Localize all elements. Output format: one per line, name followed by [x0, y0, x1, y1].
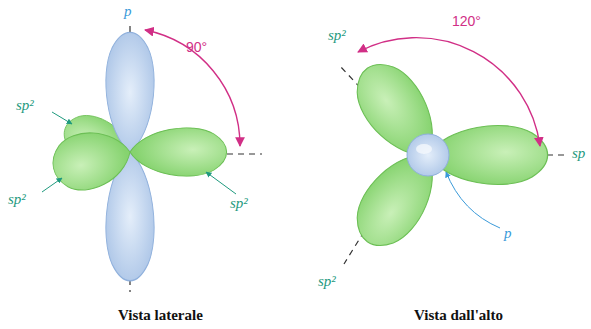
caption: Vista laterale [118, 308, 203, 323]
orbital-label: sp² [318, 274, 336, 289]
angle-label: 120° [452, 14, 481, 28]
orbital-label: p [504, 226, 512, 241]
orbital-label: p [124, 4, 132, 19]
orbital-label: sp² [16, 98, 34, 113]
angle-label: 90° [186, 40, 207, 54]
orbital-label: sp [572, 146, 585, 161]
orbital-label: sp² [328, 28, 346, 43]
orbital-label: sp² [230, 196, 248, 211]
caption: Vista dall'alto [414, 308, 503, 323]
orbital-label: sp² [8, 192, 26, 207]
